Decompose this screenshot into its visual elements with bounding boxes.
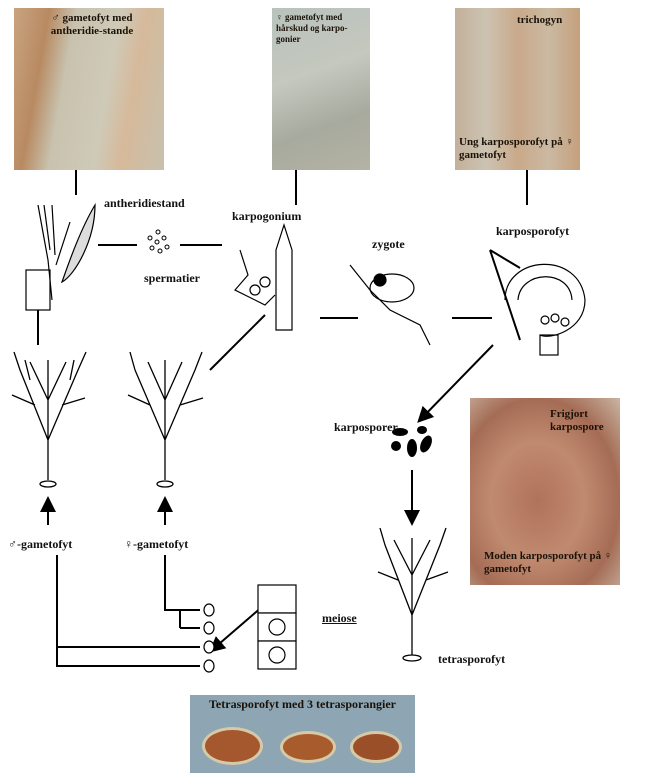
photo-female-gametophyte: ♀ gametofyt med hårskud og karpo-gonier bbox=[272, 8, 370, 170]
male-gametophyte-plant bbox=[11, 351, 87, 488]
photo-caption-young: Ung karposporofyt på ♀ gametofyt bbox=[459, 136, 574, 161]
karpospores bbox=[391, 426, 432, 457]
zygote-drawing bbox=[349, 264, 431, 346]
label-karpogonium: karpogonium bbox=[232, 209, 302, 223]
tetrasporangium bbox=[280, 731, 336, 763]
photo-caption: Tetrasporofyt med 3 tetrasporangier bbox=[209, 697, 396, 711]
tetrasporangium bbox=[350, 731, 402, 763]
photo-caption: ♀ gametofyt med hårskud og karpo-gonier bbox=[276, 12, 348, 44]
spermatia bbox=[147, 229, 170, 254]
label-antheridiestand: antheridiestand bbox=[104, 196, 185, 210]
label-female-gametofyt: ♀-gametofyt bbox=[124, 537, 189, 551]
antheridial-branch bbox=[25, 202, 96, 311]
label-male-gametofyt: ♂-gametofyt bbox=[8, 537, 73, 551]
label-karposporer: karposporer bbox=[334, 420, 398, 434]
karpogonium-drawing bbox=[234, 223, 293, 331]
label-meiose: meiose bbox=[322, 611, 357, 625]
karposporophyte-drawing bbox=[504, 263, 586, 356]
label-spermatier: spermatier bbox=[144, 271, 200, 285]
female-gametophyte-plant bbox=[127, 351, 204, 488]
tetrasporangium bbox=[202, 727, 263, 765]
tetrasporophyte-plant bbox=[377, 527, 449, 662]
photo-caption-mature: Moden karposporofyt på ♀ gametofyt bbox=[484, 550, 613, 575]
photo-caption-trichogyn: trichogyn bbox=[517, 14, 563, 26]
label-karposporofyt: karposporofyt bbox=[496, 224, 570, 238]
photo-mature-carposporophyte: Frigjort karpospore Moden karposporofyt … bbox=[470, 398, 620, 585]
photo-tetrasporophyte: Tetrasporofyt med 3 tetrasporangier bbox=[190, 695, 415, 773]
photo-caption: ♂ gametofyt med antheridie-stande bbox=[50, 12, 134, 37]
photo-young-carposporophyte: trichogyn Ung karposporofyt på ♀ gametof… bbox=[455, 8, 580, 170]
photo-caption-released: Frigjort karpospore bbox=[550, 408, 604, 433]
label-tetrasporofyt: tetrasporofyt bbox=[438, 652, 506, 666]
tetrasporangium-filament bbox=[257, 584, 297, 670]
label-zygote: zygote bbox=[372, 237, 405, 251]
photo-male-gametophyte: ♂ gametofyt med antheridie-stande bbox=[14, 8, 164, 170]
